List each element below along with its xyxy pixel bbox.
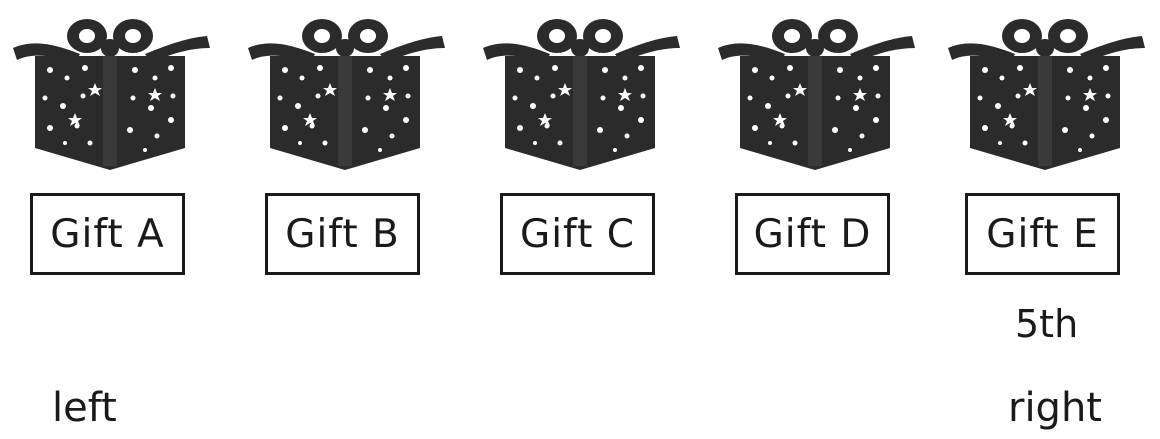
gift-box-icon <box>240 8 450 173</box>
gift-c: Gift C <box>475 8 685 298</box>
gift-label: Gift C <box>500 193 655 275</box>
direction-right-label: right <box>1008 385 1102 431</box>
gift-label: Gift A <box>30 193 185 275</box>
gift-box-icon <box>940 8 1150 173</box>
gift-label: Gift D <box>735 193 890 275</box>
direction-left-label: left <box>52 385 117 431</box>
gift-box-icon <box>475 8 685 173</box>
gift-a: Gift A <box>5 8 215 298</box>
gift-d: Gift D <box>710 8 920 298</box>
gift-box-icon <box>5 8 215 173</box>
gift-e: Gift E <box>940 8 1150 298</box>
gift-b: Gift B <box>240 8 450 298</box>
gift-box-icon <box>710 8 920 173</box>
ordinal-marker: 5th <box>1015 302 1078 346</box>
gift-label: Gift B <box>265 193 420 275</box>
gift-label: Gift E <box>965 193 1120 275</box>
